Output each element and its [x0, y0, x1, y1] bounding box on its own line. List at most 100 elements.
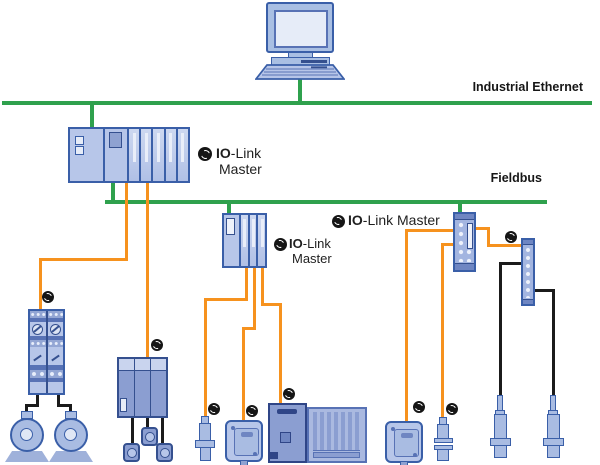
station-interface-module [224, 215, 241, 266]
drive-unit [117, 357, 168, 418]
io-link-master-block [453, 212, 476, 272]
plc-io-module [129, 129, 140, 181]
io-link-logo-icon [42, 291, 54, 303]
io-link-logo-icon [505, 231, 517, 243]
inductive-sensor [190, 416, 220, 461]
pump-base [49, 451, 93, 462]
fieldbus-io-station [222, 213, 267, 268]
device-connector [400, 461, 408, 465]
io-link-logo-icon [208, 403, 220, 415]
plc-io-module [139, 129, 152, 181]
io-link-cable-segment [242, 327, 245, 422]
io-link-cable-segment [487, 227, 490, 247]
station-io-modules [241, 215, 266, 266]
link-wordmark: -Link [302, 236, 331, 251]
io-link-wordmark: IO [216, 145, 231, 161]
sensor-body [199, 423, 211, 441]
io-link-wordmark: IO [348, 212, 363, 228]
sensor-body [546, 414, 560, 439]
station-io-module [256, 215, 266, 266]
motor-cable-segment [146, 416, 149, 429]
device-display [234, 428, 259, 456]
master-word: Master [219, 161, 262, 177]
io-link-cable-segment [204, 298, 207, 419]
io-link-device-box [225, 420, 263, 465]
valve-terminal-rack [307, 407, 367, 463]
io-link-logo-icon [198, 147, 212, 161]
plc-io-module [163, 129, 176, 181]
io-link-logo-icon [151, 339, 163, 351]
io-link-logo-icon [283, 388, 295, 400]
io-link-logo-icon [274, 238, 287, 251]
io-link-cable-segment [441, 243, 453, 246]
io-link-cable-segment [405, 229, 453, 232]
io-link-cable-segment [261, 268, 264, 306]
motor-cable-segment [25, 404, 39, 407]
device-display [394, 429, 419, 457]
motor-cable-segment [57, 393, 60, 407]
industrial-ethernet-label: Industrial Ethernet [472, 80, 583, 94]
plc-rack [68, 127, 190, 183]
io-link-wordmark: IO [289, 236, 303, 251]
io-link-cable-segment [245, 268, 248, 301]
motor-starter-channel [45, 311, 63, 393]
device-connector [240, 460, 248, 465]
pc-keyboard [255, 64, 345, 80]
motor-starter-unit [28, 309, 65, 395]
motor-cable-segment [57, 404, 72, 407]
io-link-master-label-1: IO-Link Master [216, 145, 262, 177]
sensor-nose [493, 445, 507, 458]
industrial-ethernet-bus-line [2, 101, 592, 105]
link-master-wordmark: -Link Master [362, 212, 440, 228]
drive-module [150, 359, 166, 416]
io-link-cable-segment [39, 258, 42, 310]
plc-fieldbus-drop-line [111, 181, 115, 202]
motor-cable-segment [131, 416, 134, 446]
pump-base [5, 451, 49, 462]
io-link-cable-segment [476, 227, 490, 230]
sensor-cable-segment [499, 262, 521, 265]
plc-io-module [175, 129, 189, 181]
io-link-master-label-2: IO-Link Master [289, 236, 332, 266]
io-link-cable-segment [441, 243, 444, 420]
servo-motor [141, 427, 158, 446]
sensor-tip [550, 395, 556, 411]
plc-io-modules [129, 129, 189, 181]
inductive-sensor [488, 395, 512, 458]
inductive-sensor [428, 417, 458, 461]
io-link-logo-icon [332, 215, 345, 228]
io-link-cable-segment [261, 303, 282, 306]
sensor-tip [497, 395, 503, 411]
pump-motor [54, 418, 88, 452]
plc-ethernet-drop-line [90, 104, 94, 129]
io-link-logo-icon [446, 403, 458, 415]
io-link-cable-segment [204, 298, 248, 301]
sensor-nose [199, 447, 211, 461]
hub-ports [523, 246, 533, 298]
motor-cable-segment [161, 416, 164, 446]
motor-starter-channel [30, 311, 46, 393]
servo-motor [156, 443, 173, 462]
io-link-cable-segment [242, 327, 256, 330]
valve-slices [313, 412, 362, 450]
plc-io-module [151, 129, 164, 181]
sensor-nose [546, 445, 560, 458]
fieldbus-line [105, 200, 547, 204]
io-link-cable-segment [253, 268, 256, 330]
io-link-cable-segment [125, 183, 128, 260]
master-word: Master [292, 251, 332, 266]
master-fieldbus-drop-line [458, 203, 462, 213]
sensor-cable-segment [499, 262, 502, 397]
io-link-hub-block [521, 238, 535, 306]
station-fieldbus-drop-line [227, 203, 231, 214]
plc-power-module [70, 129, 105, 181]
station-io-module [241, 215, 248, 266]
io-link-cable-segment [279, 303, 282, 405]
sensor-body [437, 424, 449, 439]
sensor-cable-segment [552, 289, 555, 397]
io-link-cable-segment [405, 229, 408, 423]
pc-ethernet-drop-line [298, 79, 302, 103]
sensor-cable-segment [534, 289, 555, 292]
drive-module [134, 359, 150, 416]
